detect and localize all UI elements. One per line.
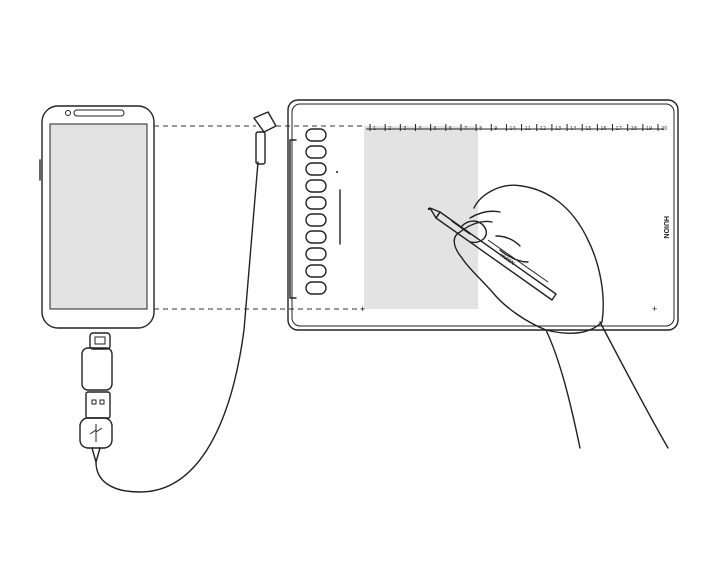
tablet-connector [253, 111, 277, 165]
corner-mark: + [652, 304, 657, 314]
ruler-tick-label: 6 [449, 126, 452, 132]
ruler-tick-label: 8 [479, 126, 482, 132]
express-key [305, 179, 327, 193]
ruler-tick-label: 18 [631, 126, 637, 132]
otg-adapter [81, 332, 113, 391]
ruler-tick-label: 1 [373, 126, 376, 132]
express-key [305, 281, 327, 295]
ruler-tick-label: 5 [434, 126, 437, 132]
phone-speaker-icon [73, 109, 125, 117]
ruler-tick-label: 11 [525, 126, 531, 132]
mapped-active-area [364, 126, 478, 309]
hand-with-pen: HUION [427, 184, 669, 449]
express-keys [305, 128, 327, 295]
tablet-brand-label: HUION [662, 216, 669, 239]
ruler-tick-label: 7 [464, 126, 467, 132]
express-key [305, 264, 327, 278]
phone-camera-icon [65, 110, 71, 116]
ruler-tick-label: 20 [661, 126, 667, 132]
corner-mark: + [360, 304, 365, 314]
ruler-tick-label: 12 [540, 126, 546, 132]
ruler-tick-label: 19 [646, 126, 652, 132]
usb-cable [95, 161, 259, 493]
ruler-tick-label: 16 [600, 126, 606, 132]
ruler-tick-label: 17 [616, 126, 622, 132]
ruler-tick-label: 2 [388, 126, 391, 132]
express-key [305, 230, 327, 244]
ruler-tick-label: 9 [494, 126, 497, 132]
usb-symbol-icon [89, 424, 103, 442]
express-key [305, 128, 327, 142]
express-key [305, 213, 327, 227]
ruler-tick-label: 3 [403, 126, 406, 132]
mapping-guides [154, 125, 364, 310]
ruler-tick-label: 13 [555, 126, 561, 132]
express-key [305, 162, 327, 176]
express-key [305, 145, 327, 159]
usb-plug [79, 391, 113, 463]
ruler-tick-label: 10 [509, 126, 515, 132]
express-key [305, 196, 327, 210]
ruler-tick-label: 14 [570, 126, 576, 132]
ruler-tick-label: 4 [418, 126, 421, 132]
ruler-tick-label: 15 [585, 126, 591, 132]
stylus-pen: HUION [427, 207, 557, 301]
express-key [305, 247, 327, 261]
smartphone [39, 105, 155, 329]
